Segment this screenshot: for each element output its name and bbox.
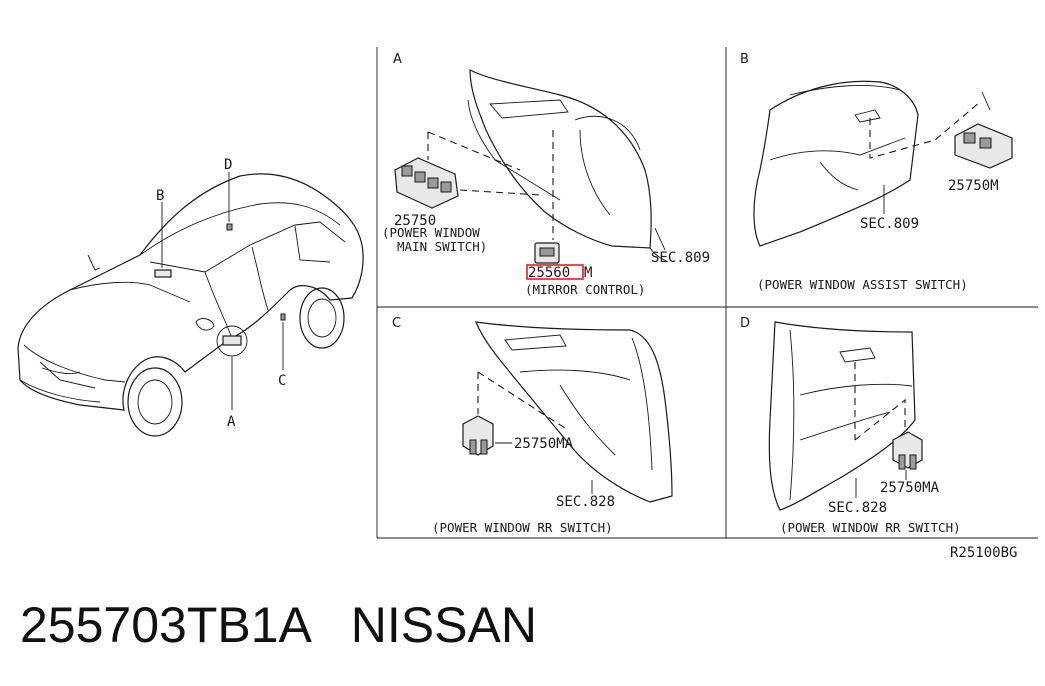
panel-a: A 25750 (POWER WINDOW MAIN SWITCH) 25560 [382, 52, 710, 297]
panel-d-section: SEC.828 [828, 500, 887, 516]
footer-part-number: 255703TB1A NISSAN [20, 597, 537, 653]
diagram-code: R25100BG [950, 545, 1017, 561]
panel-b-letter: B [740, 52, 749, 67]
mirror-control-desc: (MIRROR CONTROL) [525, 282, 645, 297]
assist-switch-part [954, 123, 1013, 169]
assist-switch-desc: (POWER WINDOW ASSIST SWITCH) [757, 277, 968, 292]
part-number-25750ma-c: 25750MA [514, 436, 574, 452]
panel-c-letter: C [392, 316, 401, 331]
main-switch-desc-line1: (POWER WINDOW [382, 225, 480, 240]
panel-c-section: SEC.828 [556, 494, 615, 510]
rr-switch-part-d [892, 431, 923, 470]
panel-a-section: SEC.809 [651, 250, 710, 266]
mirror-control-part [534, 242, 560, 264]
part-number-25750: 25750 [394, 213, 436, 229]
highlight-box [526, 264, 584, 280]
callout-a: A [227, 414, 236, 430]
rr-switch-part-c [462, 415, 494, 456]
main-switch-desc-line2: MAIN SWITCH) [397, 239, 487, 254]
callout-b: B [156, 188, 164, 204]
part-number-25750ma-d: 25750MA [880, 480, 940, 496]
callout-d: D [224, 157, 232, 173]
part-number-mirror-prefix: 25560 [528, 265, 570, 281]
rr-switch-desc-c: (POWER WINDOW RR SWITCH) [432, 520, 613, 535]
main-switch-part [394, 157, 459, 209]
panel-d: D 25750MA SEC.828 (POWER WINDOW RR SWITC… [740, 316, 961, 535]
panel-a-letter: A [393, 52, 402, 67]
panel-b: B 25750M SEC.809 (POWER WINDOW ASSIST SW… [740, 52, 1013, 292]
panel-grid [376, 47, 1038, 539]
part-number-mirror-suffix: M [584, 265, 592, 281]
panel-b-section: SEC.809 [860, 216, 919, 232]
part-number-25750m: 25750M [948, 178, 999, 194]
panel-c: C 25750MA SEC.828 (POWER WINDOW RR SWITC… [392, 316, 673, 535]
vehicle-illustration: B D A C [17, 157, 364, 437]
panel-d-letter: D [740, 316, 750, 331]
rr-switch-desc-d: (POWER WINDOW RR SWITCH) [780, 520, 961, 535]
callout-c: C [278, 373, 286, 389]
